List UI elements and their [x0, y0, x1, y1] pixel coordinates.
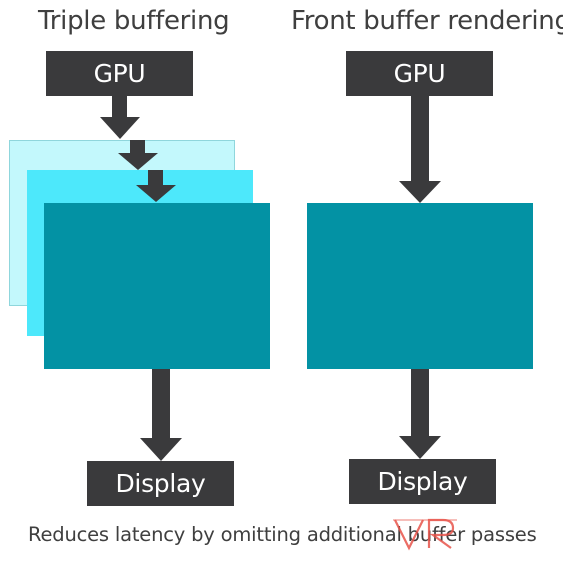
display-label-left: Display — [115, 469, 206, 498]
display-label-right: Display — [377, 467, 468, 496]
arrow-shaft-back-to-middle — [130, 140, 145, 154]
arrow-down-icon — [100, 117, 140, 139]
front-buffer-rendering-title: Front buffer rendering — [291, 6, 563, 36]
arrow-shaft-gpu-to-back-buffer — [112, 96, 127, 118]
front-buffer-right — [307, 203, 533, 369]
triple-buffering-title: Triple buffering — [38, 6, 230, 36]
arrow-down-icon — [399, 181, 441, 203]
gpu-box-left: GPU — [46, 51, 193, 96]
gpu-label-left: GPU — [93, 59, 146, 88]
display-box-left: Display — [87, 461, 234, 506]
arrow-down-icon — [140, 438, 182, 461]
gpu-label-right: GPU — [393, 59, 446, 88]
display-box-right: Display — [349, 459, 496, 504]
arrow-down-icon — [118, 153, 158, 170]
vr-logo-icon — [393, 518, 457, 551]
arrow-shaft-middle-to-front — [148, 170, 163, 186]
front-buffer-left — [44, 203, 270, 369]
arrow-shaft-buffer-to-display-left — [152, 369, 170, 439]
arrow-shaft-gpu-to-buffer-right — [411, 96, 429, 182]
arrow-down-icon — [136, 185, 176, 202]
arrow-down-icon — [399, 436, 441, 459]
gpu-box-right: GPU — [346, 51, 493, 96]
arrow-shaft-buffer-to-display-right — [411, 369, 429, 437]
caption: Reduces latency by omitting additional b… — [28, 523, 537, 546]
